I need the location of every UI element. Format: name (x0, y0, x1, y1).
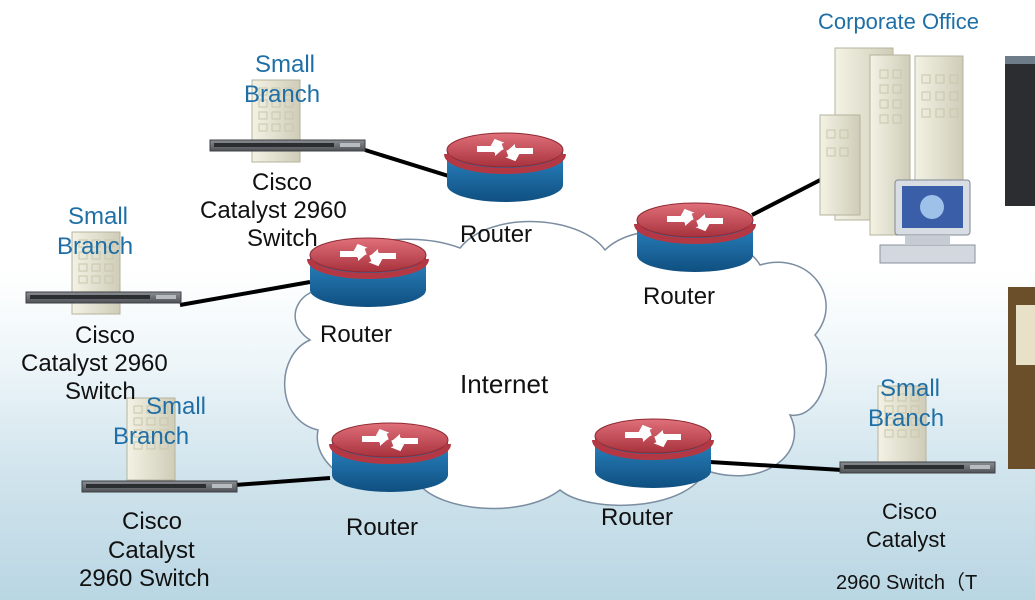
router-label: Router (643, 283, 716, 310)
router-label: Router (460, 221, 533, 248)
switch-label: 2960 Switch (79, 565, 210, 592)
branch-label: Branch (244, 81, 321, 108)
thumbnail-image (1008, 287, 1035, 469)
switch-label: Catalyst 2960 (200, 197, 347, 224)
branch-label: Branch (57, 233, 134, 260)
router-icon (310, 238, 426, 307)
switch-icon (839, 461, 996, 474)
switch-label: Cisco (882, 499, 938, 524)
thumbnail-image (1005, 56, 1035, 206)
router-icon (637, 203, 753, 272)
switch-label: Catalyst (108, 537, 195, 564)
switch-label: Cisco (122, 508, 183, 535)
branch-label: Small (880, 375, 941, 402)
branch-label: Small (255, 51, 316, 78)
switch-label: Catalyst (866, 527, 946, 552)
switch-icon (209, 139, 366, 152)
branch-label: Small (146, 393, 207, 420)
router-label: Router (320, 321, 393, 348)
branch-label: Branch (113, 423, 190, 450)
network-links (179, 148, 843, 487)
router-icon (332, 423, 448, 492)
router-label: Router (346, 514, 419, 541)
switch-icon (81, 480, 238, 493)
router-icon (447, 133, 563, 202)
switch-label: Switch (247, 225, 318, 252)
corporate-building-icon (819, 47, 964, 236)
switch-label: Switch (65, 378, 136, 405)
branch-label: Branch (868, 405, 945, 432)
branch-label: Small (68, 203, 129, 230)
switch-label: 2960 Switch（T (836, 572, 978, 594)
switch-label: Cisco (75, 322, 136, 349)
switch-label: Catalyst 2960 (21, 350, 168, 377)
internet-label: Internet (460, 369, 549, 399)
corporate-office-label: Corporate Office (818, 9, 980, 34)
router-icon (595, 419, 711, 488)
router-label: Router (601, 504, 674, 531)
switch-label: Cisco (252, 169, 313, 196)
computer-icon (879, 179, 976, 264)
switch-icon (25, 291, 182, 304)
